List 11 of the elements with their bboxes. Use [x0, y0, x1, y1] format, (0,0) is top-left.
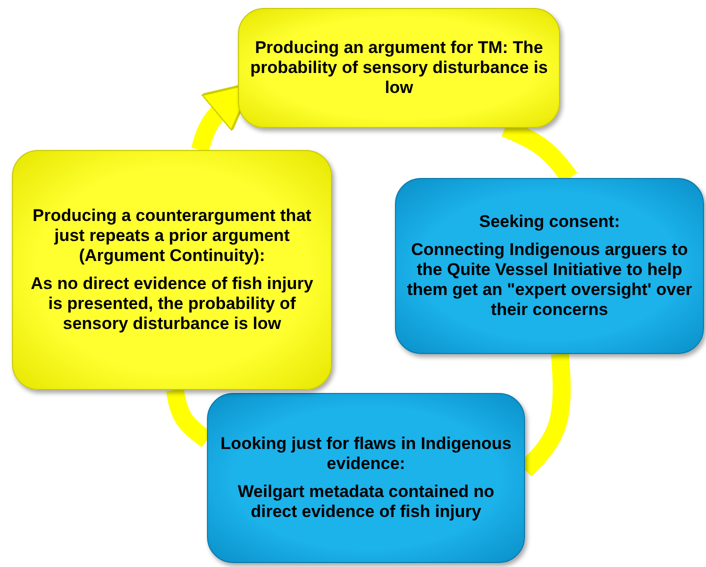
- process-box: [12, 150, 332, 390]
- process-box: [207, 393, 525, 563]
- box-heading: Seeking consent:: [479, 212, 620, 232]
- box-heading: Looking just for flaws in Indigenous evidence:: [220, 434, 512, 474]
- box-text: Producing an argument for TM: The probability of sensory disturbance is low: [249, 38, 549, 98]
- process-box: [238, 8, 560, 128]
- box-text: As no direct evidence of fish injury is presented, the probability of sensory disturbance is low: [30, 274, 314, 334]
- process-box: [395, 178, 704, 354]
- box-text: Connecting Indigenous arguers to the Quite Vessel Initiative to help them get an "expert oversight' over their concerns: [406, 240, 693, 320]
- box-heading: Producing a counterargument that just repeats a prior argument (Argument Continuity):: [32, 206, 312, 266]
- box-text: Weilgart metadata contained no direct evidence of fish injury: [236, 482, 496, 522]
